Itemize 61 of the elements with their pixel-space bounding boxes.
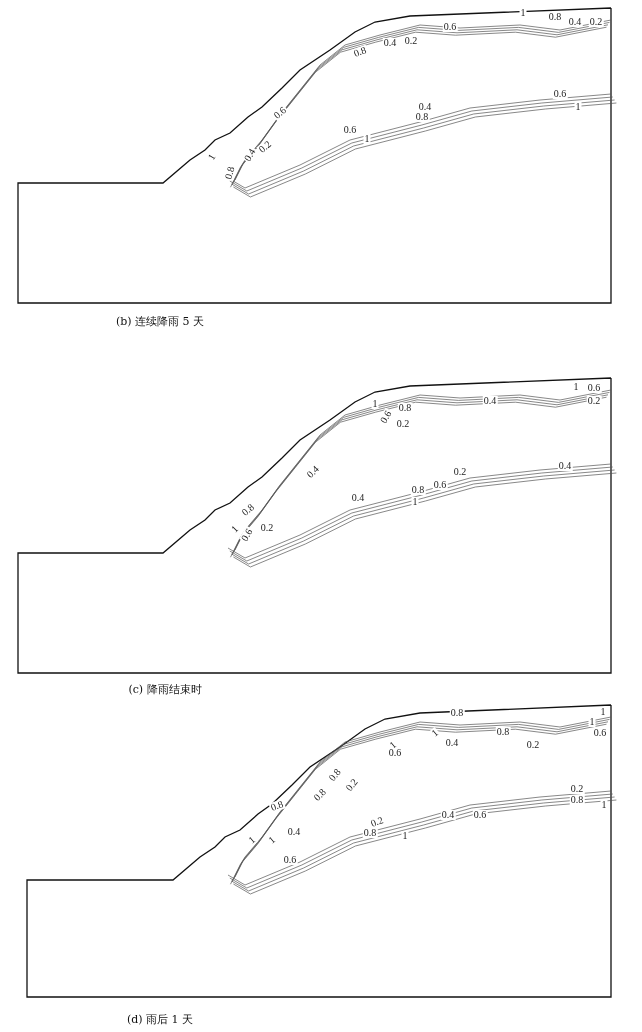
contour-label: 0.4 (304, 463, 322, 481)
contour-label: 0.8 (495, 727, 511, 737)
contour-label: 1 (401, 831, 409, 841)
contour-label: 0.4 (440, 810, 456, 820)
contour-label: 0.6 (239, 526, 255, 544)
figure-caption: (c) 降雨结束时 (128, 683, 202, 697)
contour-label: 0.4 (286, 827, 302, 837)
contour-label: 0.6 (378, 408, 394, 426)
contour-label: 0.2 (452, 467, 468, 477)
contour-label: 0.2 (588, 17, 604, 27)
contour-label: 0.2 (569, 784, 585, 794)
figure-caption: (b) 连续降雨 5 天 (115, 315, 205, 329)
contour-label: 0.8 (362, 828, 378, 838)
contour-label: 0.4 (350, 493, 366, 503)
contour-label: 0.6 (271, 104, 289, 122)
contour-label: 1 (519, 8, 527, 18)
contour-label: 1 (600, 800, 608, 810)
contour-label: 0.8 (449, 708, 465, 718)
contour-label: 0.6 (282, 855, 298, 865)
contour-label: 0.8 (223, 164, 237, 182)
contour-label: 1 (429, 726, 441, 740)
contour-label: 0.2 (256, 138, 274, 156)
contour-label: 1 (572, 382, 580, 392)
contour-label: 0.8 (268, 798, 286, 814)
contour-label: 0.4 (417, 102, 433, 112)
contour-label: 0.4 (557, 461, 573, 471)
contour-label: 0.6 (387, 748, 403, 758)
contour-label: 0.6 (442, 22, 458, 32)
contour-label: 0.8 (414, 112, 430, 122)
contour-label: 1 (205, 151, 219, 163)
contour-label: 0.8 (410, 485, 426, 495)
contour-label: 0.6 (552, 89, 568, 99)
contour-label: 0.4 (567, 17, 583, 27)
contour-label: 0.6 (472, 810, 488, 820)
contour-label: 1 (229, 523, 241, 535)
contour-label: 1 (363, 134, 371, 144)
contour-label: 0.6 (342, 125, 358, 135)
contour-label: 0.8 (569, 795, 585, 805)
contour-label: 0.8 (397, 403, 413, 413)
contour-label: 1 (599, 707, 607, 717)
contour-label: 0.6 (432, 480, 448, 490)
contour-label: 0.8 (239, 501, 257, 519)
contour-label: 0.2 (525, 740, 541, 750)
contour-label: 0.8 (311, 786, 329, 804)
contour-label: 0.4 (444, 738, 460, 748)
contour-label: 0.2 (586, 396, 602, 406)
contour-label: 0.6 (586, 383, 602, 393)
contour-label: 0.8 (326, 766, 344, 784)
contour-label: 0.4 (382, 38, 398, 48)
contour-label: 0.4 (482, 396, 498, 406)
contour-label: 1 (371, 399, 379, 409)
contour-label: 0.2 (259, 523, 275, 533)
contour-label: 0.2 (395, 419, 411, 429)
figure-caption: (d) 雨后 1 天 (126, 1013, 194, 1027)
contour-label: 0.6 (592, 728, 608, 738)
contour-label: 0.2 (403, 36, 419, 46)
contour-label: 1 (574, 102, 582, 112)
contour-label: 0.8 (547, 12, 563, 22)
contour-label: 0.2 (343, 776, 361, 794)
contour-label: 1 (411, 497, 419, 507)
contour-label: 1 (588, 717, 596, 727)
